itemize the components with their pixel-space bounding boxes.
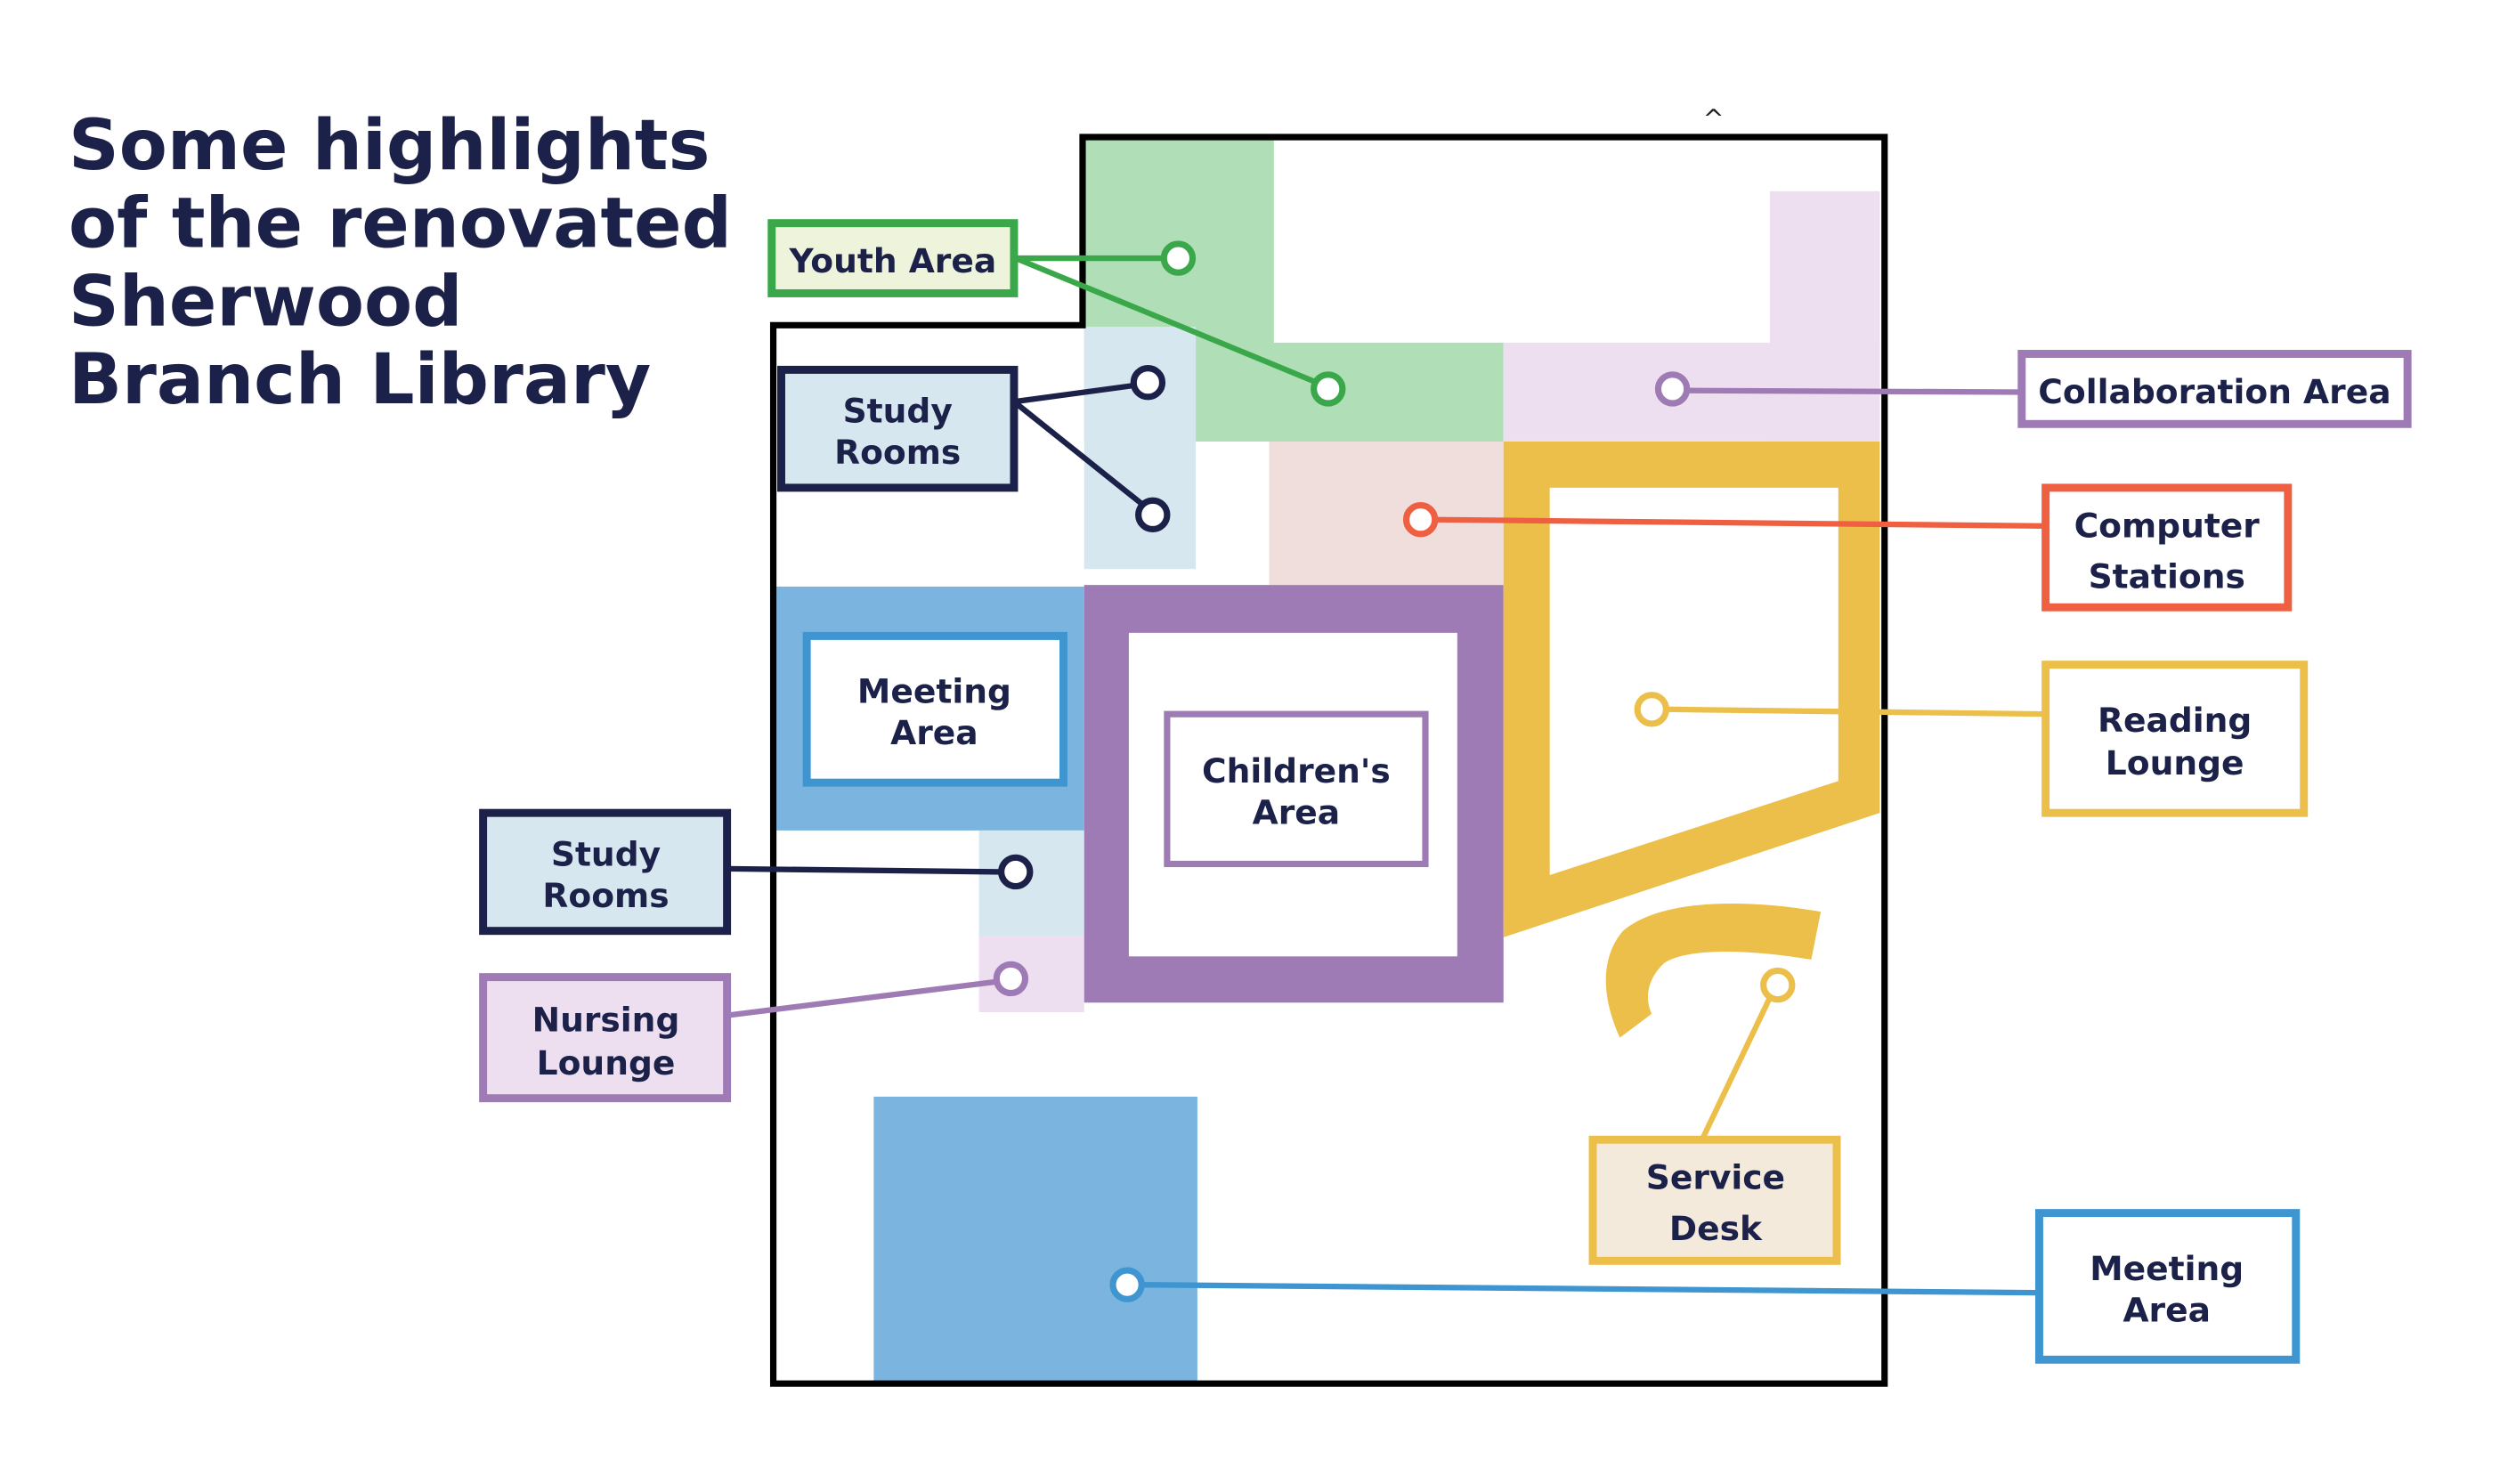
label-study-rooms-top[interactable]: Study Rooms — [777, 365, 1019, 492]
label-study-rooms-left[interactable]: Study Rooms — [479, 808, 732, 936]
leader-study-left — [726, 865, 1002, 875]
leader-service — [1700, 996, 1773, 1139]
label-reading-lounge[interactable]: Reading Lounge — [2041, 661, 2309, 817]
service-desk-marker-icon[interactable] — [1760, 967, 1796, 1003]
leader-nursing — [726, 978, 995, 1018]
label-study-rooms-left-line2: Rooms — [542, 876, 669, 915]
label-service-desk-line1: Service — [1646, 1158, 1785, 1197]
collaboration-area-room-tall — [1769, 191, 1880, 442]
label-childrens-area-line2: Area — [1253, 793, 1341, 832]
study-rooms-marker-icon-2[interactable] — [1135, 497, 1171, 533]
north-arrow-icon: ^ — [1703, 103, 1725, 134]
leader-study-top-2 — [1012, 399, 1144, 507]
title-line-1: Some highlights — [69, 104, 710, 186]
youth-area-marker-icon[interactable] — [1160, 240, 1197, 276]
study-rooms-left-room — [978, 830, 1084, 937]
computer-stations-room — [1269, 441, 1504, 586]
youth-area-marker-icon-2[interactable] — [1311, 371, 1346, 407]
nursing-marker-icon[interactable] — [993, 961, 1029, 997]
study-rooms-marker-icon[interactable] — [1130, 365, 1166, 401]
label-childrens-area-line1: Children's — [1202, 751, 1391, 791]
study-rooms-top-room — [1084, 327, 1197, 570]
building-outline — [769, 134, 1888, 1387]
leader-collaboration — [1686, 387, 2022, 395]
leader-computer — [1434, 516, 2046, 530]
label-youth-area-text: Youth Area — [789, 241, 997, 280]
label-nursing-lounge-line1: Nursing — [532, 1000, 680, 1039]
label-study-rooms-left-line1: Study — [551, 834, 661, 873]
service-desk-counter — [1605, 903, 1822, 1038]
title-line-4: Branch Library — [69, 338, 651, 420]
label-study-rooms-top-line2: Rooms — [834, 433, 961, 472]
leader-reading — [1666, 706, 2046, 718]
label-reading-lounge-line1: Reading — [2098, 701, 2252, 740]
label-meeting-area-right-line1: Meeting — [2090, 1249, 2244, 1288]
leader-study-top-1 — [1013, 383, 1132, 405]
label-computer-stations[interactable]: Computer Stations — [2041, 483, 2293, 612]
collaboration-marker-icon[interactable] — [1654, 371, 1691, 407]
label-meeting-area-inner[interactable]: Meeting Area — [802, 631, 1067, 787]
leader-meeting-bottom — [1141, 1282, 2038, 1296]
page-title: Some highlights of the renovated Sherwoo… — [69, 104, 732, 420]
youth-area-room-lower — [1194, 342, 1504, 442]
label-reading-lounge-line2: Lounge — [2106, 743, 2244, 783]
leader-youth-2 — [1014, 255, 1319, 385]
label-study-rooms-top-line1: Study — [843, 391, 953, 430]
label-nursing-lounge-line2: Lounge — [537, 1043, 676, 1083]
label-collaboration-area[interactable]: Collaboration Area — [2017, 350, 2412, 428]
location-markers — [993, 240, 1796, 1302]
label-meeting-area-inner-line1: Meeting — [857, 672, 1011, 711]
meeting-area-room-bottom — [873, 1096, 1197, 1384]
label-computer-stations-line1: Computer — [2074, 506, 2261, 545]
label-meeting-area-right[interactable]: Meeting Area — [2034, 1209, 2301, 1364]
label-meeting-area-inner-line2: Area — [890, 713, 978, 752]
label-service-desk[interactable]: Service Desk — [1588, 1135, 1841, 1265]
title-line-3: Sherwood — [69, 260, 463, 342]
computer-marker-icon[interactable] — [1402, 502, 1439, 538]
reading-marker-icon[interactable] — [1634, 692, 1669, 727]
label-collaboration-area-text: Collaboration Area — [2038, 372, 2390, 411]
reading-lounge-inner — [1549, 487, 1838, 876]
leader-lines — [726, 255, 2046, 1296]
title-line-2: of the renovated — [69, 182, 732, 264]
study-left-marker-icon[interactable] — [998, 854, 1034, 890]
label-childrens-area[interactable]: Children's Area — [1164, 710, 1429, 868]
meeting-bottom-marker-icon[interactable] — [1109, 1267, 1145, 1302]
label-meeting-area-right-line2: Area — [2123, 1290, 2211, 1329]
label-nursing-lounge[interactable]: Nursing Lounge — [479, 973, 732, 1103]
label-youth-area[interactable]: Youth Area — [767, 219, 1019, 297]
label-service-desk-line2: Desk — [1669, 1209, 1763, 1248]
label-computer-stations-line2: Stations — [2089, 557, 2245, 596]
